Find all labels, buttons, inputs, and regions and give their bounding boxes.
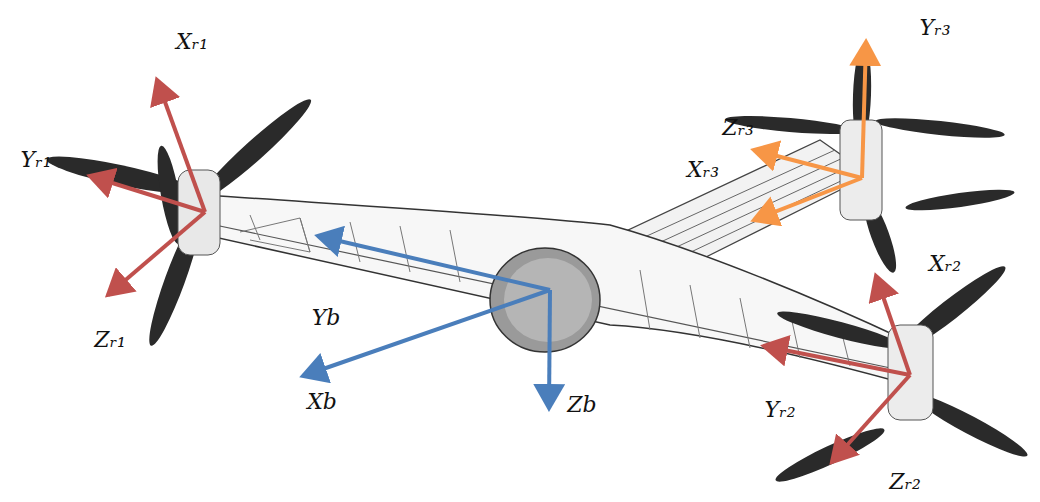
axis-label: Xb (307, 390, 337, 414)
axis-label: Yᵣ₁ (21, 148, 52, 172)
axis-label: Zb (567, 393, 596, 417)
axis-label: Xᵣ₂ (929, 252, 961, 276)
axis-label: Yᵣ₂ (765, 398, 796, 422)
axis-label: Xᵣ₁ (176, 30, 208, 54)
axis-label: Yᵣ₃ (920, 16, 951, 40)
axis-label: Zᵣ₃ (722, 116, 754, 140)
axis-label: Yb (312, 306, 341, 330)
axis-label: Xᵣ₃ (687, 158, 719, 182)
axis-label: Zᵣ₂ (889, 470, 921, 494)
axis-label: Zᵣ₁ (94, 328, 126, 352)
